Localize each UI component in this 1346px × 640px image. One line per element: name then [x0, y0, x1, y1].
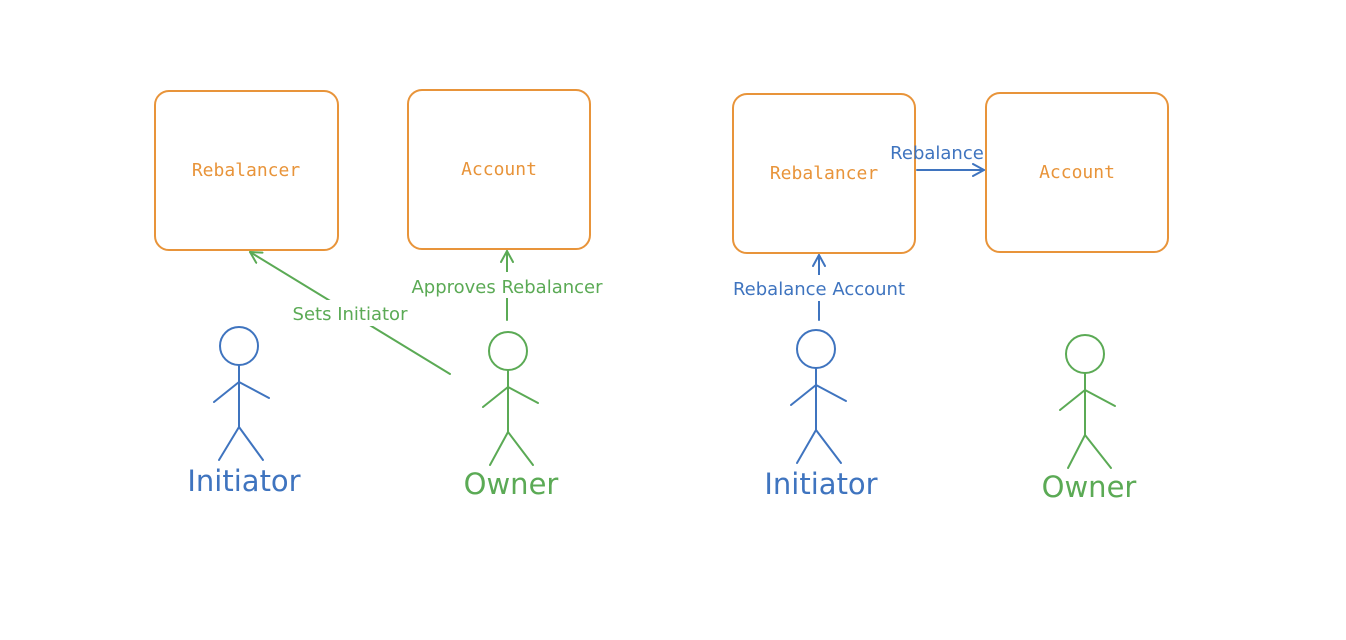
left-owner-actor: Owner [464, 331, 559, 501]
left-initiator-stick-figure-icon [213, 326, 270, 461]
approves-rebalancer-edge: Approves Rebalancer [404, 250, 610, 321]
left-initiator-actor: Initiator [187, 326, 301, 498]
rebalance-account-edge: Rebalance Account [726, 254, 912, 321]
right-owner-label: Owner [1042, 470, 1137, 504]
left-rebalancer-box: Rebalancer [154, 90, 339, 251]
left-account-box: Account [407, 89, 591, 250]
left-account-label: Account [461, 159, 537, 180]
sets-initiator-label: Sets Initiator [293, 304, 409, 325]
right-account-box: Account [985, 92, 1169, 253]
right-owner-actor: Owner [1042, 334, 1137, 504]
right-owner-stick-figure-icon [1059, 334, 1116, 469]
rebalance-account-label: Rebalance Account [733, 279, 905, 300]
left-owner-label: Owner [464, 467, 559, 501]
right-rebalancer-box: Rebalancer [732, 93, 916, 254]
right-rebalancer-label: Rebalancer [770, 163, 879, 184]
left-panel: Rebalancer Account Sets Initiator Approv… [154, 89, 610, 501]
right-initiator-stick-figure-icon [790, 329, 847, 464]
approves-rebalancer-label: Approves Rebalancer [411, 277, 603, 298]
right-initiator-actor: Initiator [764, 329, 878, 501]
left-rebalancer-label: Rebalancer [192, 160, 301, 181]
rebalance-edge: Rebalance [890, 143, 985, 177]
right-initiator-label: Initiator [764, 467, 877, 501]
right-account-label: Account [1039, 162, 1115, 183]
sets-initiator-edge: Sets Initiator [249, 251, 451, 375]
left-initiator-label: Initiator [187, 464, 300, 498]
rebalance-label: Rebalance [890, 143, 984, 164]
left-owner-stick-figure-icon [482, 331, 539, 466]
right-panel: Rebalancer Account Rebalance Rebalance A… [726, 92, 1169, 504]
